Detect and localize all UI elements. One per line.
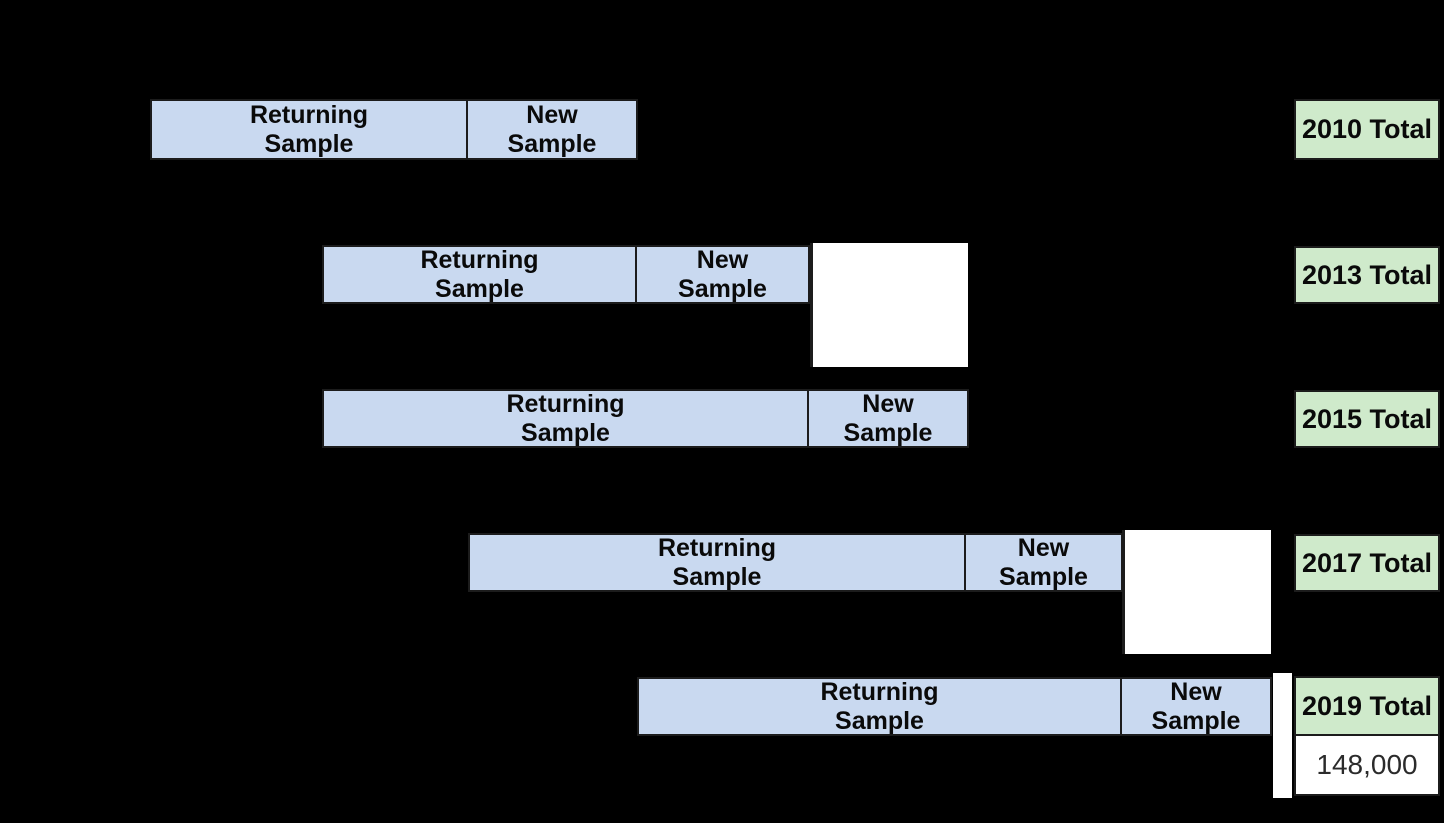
returning-sample-bar-2019: Returning Sample xyxy=(637,677,1122,736)
new-sample-bar-2010: New Sample xyxy=(466,99,638,160)
connector-strip-2019 xyxy=(1273,673,1292,798)
total-box-2017: 2017 Total xyxy=(1294,534,1440,592)
attrition-box-2013 xyxy=(810,243,968,367)
returning-sample-bar-2013: Returning Sample xyxy=(322,245,637,304)
new-sample-bar-2015: New Sample xyxy=(807,389,969,448)
attrition-box-2017 xyxy=(1122,530,1271,654)
total-box-2010: 2010 Total xyxy=(1294,99,1440,160)
total-value-box-2019: 148,000 xyxy=(1294,734,1440,796)
returning-sample-bar-2017: Returning Sample xyxy=(468,533,966,592)
new-sample-bar-2019: New Sample xyxy=(1120,677,1272,736)
returning-sample-bar-2015: Returning Sample xyxy=(322,389,809,448)
new-sample-bar-2013: New Sample xyxy=(635,245,810,304)
total-box-2019: 2019 Total xyxy=(1294,676,1440,736)
returning-sample-bar-2010: Returning Sample xyxy=(150,99,468,160)
new-sample-bar-2017: New Sample xyxy=(964,533,1123,592)
total-box-2015: 2015 Total xyxy=(1294,390,1440,448)
total-box-2013: 2013 Total xyxy=(1294,246,1440,304)
